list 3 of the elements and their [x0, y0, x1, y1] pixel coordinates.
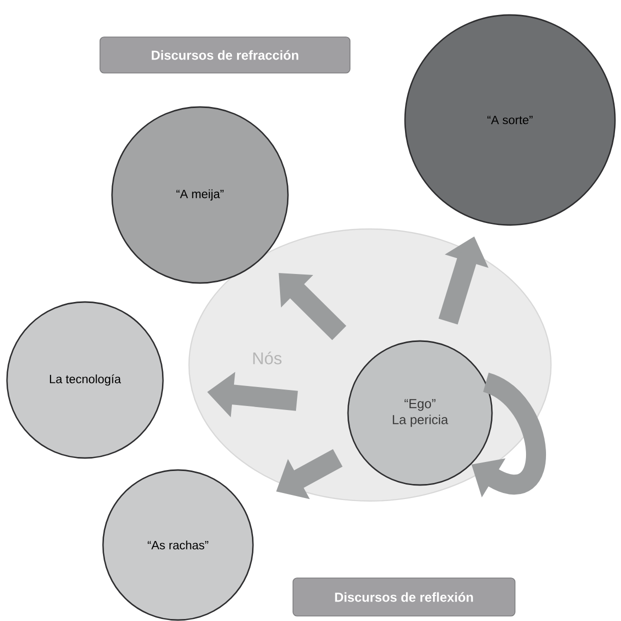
block-arrow	[278, 273, 346, 340]
label-box: Discursos de refracción	[100, 36, 350, 74]
label-box: Discursos de reflexión	[292, 578, 516, 616]
